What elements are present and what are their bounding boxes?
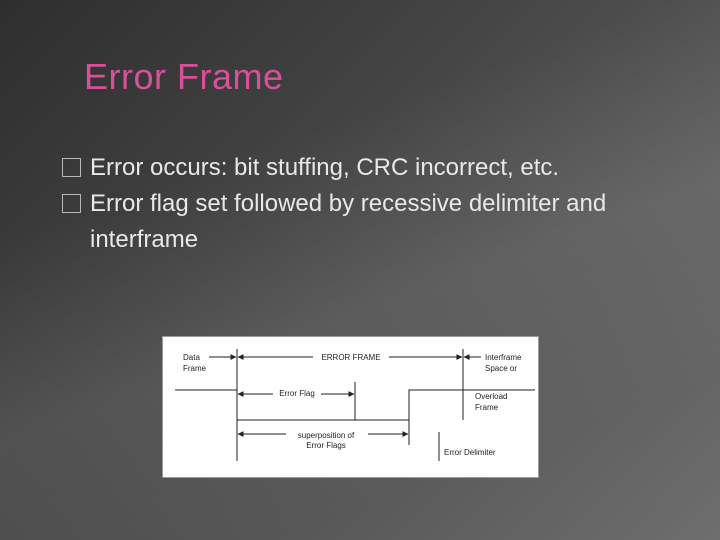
square-bullet-icon bbox=[62, 194, 81, 213]
bullet-item-error-occurs: Error occurs: bit stuffing, CRC incorrec… bbox=[62, 150, 702, 186]
bus-signal-line bbox=[175, 389, 535, 421]
data-frame-label: Data bbox=[183, 353, 200, 362]
square-bullet-icon bbox=[62, 158, 81, 177]
overload-frame-label: Overload bbox=[475, 392, 507, 401]
error-delimiter-label: Error Delimiter bbox=[444, 448, 496, 457]
bullet-text: Error occurs: bit stuffing, CRC incorrec… bbox=[90, 154, 560, 181]
bullet-list: Error occurs: bit stuffing, CRC incorrec… bbox=[62, 150, 702, 258]
bullet-text: Error flag set followed by recessive del… bbox=[90, 190, 607, 253]
error-frame-label: ERROR FRAME bbox=[321, 353, 380, 362]
superposition-label: superposition of bbox=[298, 431, 355, 440]
error-frame-diagram: Data Frame ERROR FRAME Interframe Space … bbox=[162, 336, 539, 478]
slide-title: Error Frame bbox=[84, 56, 284, 97]
interframe-label-line2: Space or bbox=[485, 364, 517, 373]
error-frame-diagram-svg: Data Frame ERROR FRAME Interframe Space … bbox=[175, 349, 535, 461]
overload-frame-label-line2: Frame bbox=[475, 403, 499, 412]
data-frame-label-line2: Frame bbox=[183, 364, 207, 373]
bullet-item-error-flag: Error flag set followed by recessive del… bbox=[62, 186, 702, 258]
interframe-label: Interframe bbox=[485, 353, 522, 362]
superposition-label-line2: Error Flags bbox=[306, 441, 346, 450]
error-flag-label: Error Flag bbox=[279, 389, 315, 398]
